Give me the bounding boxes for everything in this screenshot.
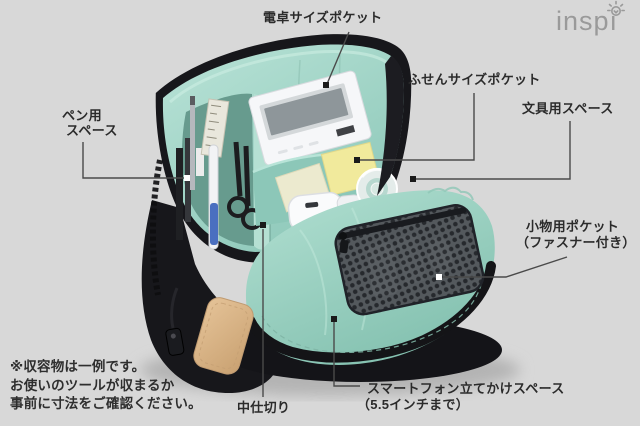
sticky-note-pocket — [252, 141, 381, 226]
zipper-pull — [165, 287, 185, 356]
leather-patch — [193, 297, 254, 375]
brand-logo-i: ı — [609, 6, 619, 36]
lightbulb-icon — [606, 0, 625, 16]
zipper-teeth — [149, 159, 163, 296]
callout-stationery-space: 文具用スペース — [522, 101, 614, 116]
right-edge — [377, 56, 404, 196]
callout-pen-space-line1: ペン用 — [62, 108, 102, 123]
callout-pen-space-line2: スペース — [66, 123, 118, 138]
leader-lines — [82, 31, 571, 397]
callout-smartphone-space-line2: （5.5インチまで） — [357, 397, 470, 412]
leader-sticky — [360, 93, 475, 161]
callout-small-item-pocket-line2: （ファスナー付き） — [516, 235, 636, 250]
leader-stationery — [416, 121, 571, 180]
callout-divider: 中仕切り — [237, 400, 291, 415]
callout-calculator-pocket: 電卓サイズポケット — [263, 10, 383, 25]
footnote-line3: 事前に寸法をご確認ください。 — [10, 396, 202, 411]
calculator — [248, 70, 372, 166]
footnote-line1: ※収容物は一例です。 — [10, 359, 146, 374]
leader-markers — [184, 82, 442, 322]
callout-sticky-note-pocket: ふせんサイズポケット — [408, 72, 541, 87]
leader-smartphone — [333, 322, 360, 387]
footnote-line2: お使いのツールが収まるか — [10, 377, 175, 393]
leader-small-item — [443, 256, 568, 278]
mesh-pocket — [334, 204, 485, 316]
brand-logo-text: insp — [556, 6, 610, 36]
brand-logo: insp ı — [556, 0, 625, 38]
callout-small-item-pocket-line1: 小物用ポケット — [526, 219, 620, 234]
leader-calculator — [326, 31, 350, 85]
footnote: ※収容物は一例です。 お使いのツールが収まるか 事前に寸法をご確認ください。 — [10, 358, 202, 414]
callout-smartphone-space-line1: スマートフォン立てかけスペース — [367, 381, 565, 396]
leader-pen — [82, 142, 184, 179]
mesh-zipper — [337, 207, 467, 240]
